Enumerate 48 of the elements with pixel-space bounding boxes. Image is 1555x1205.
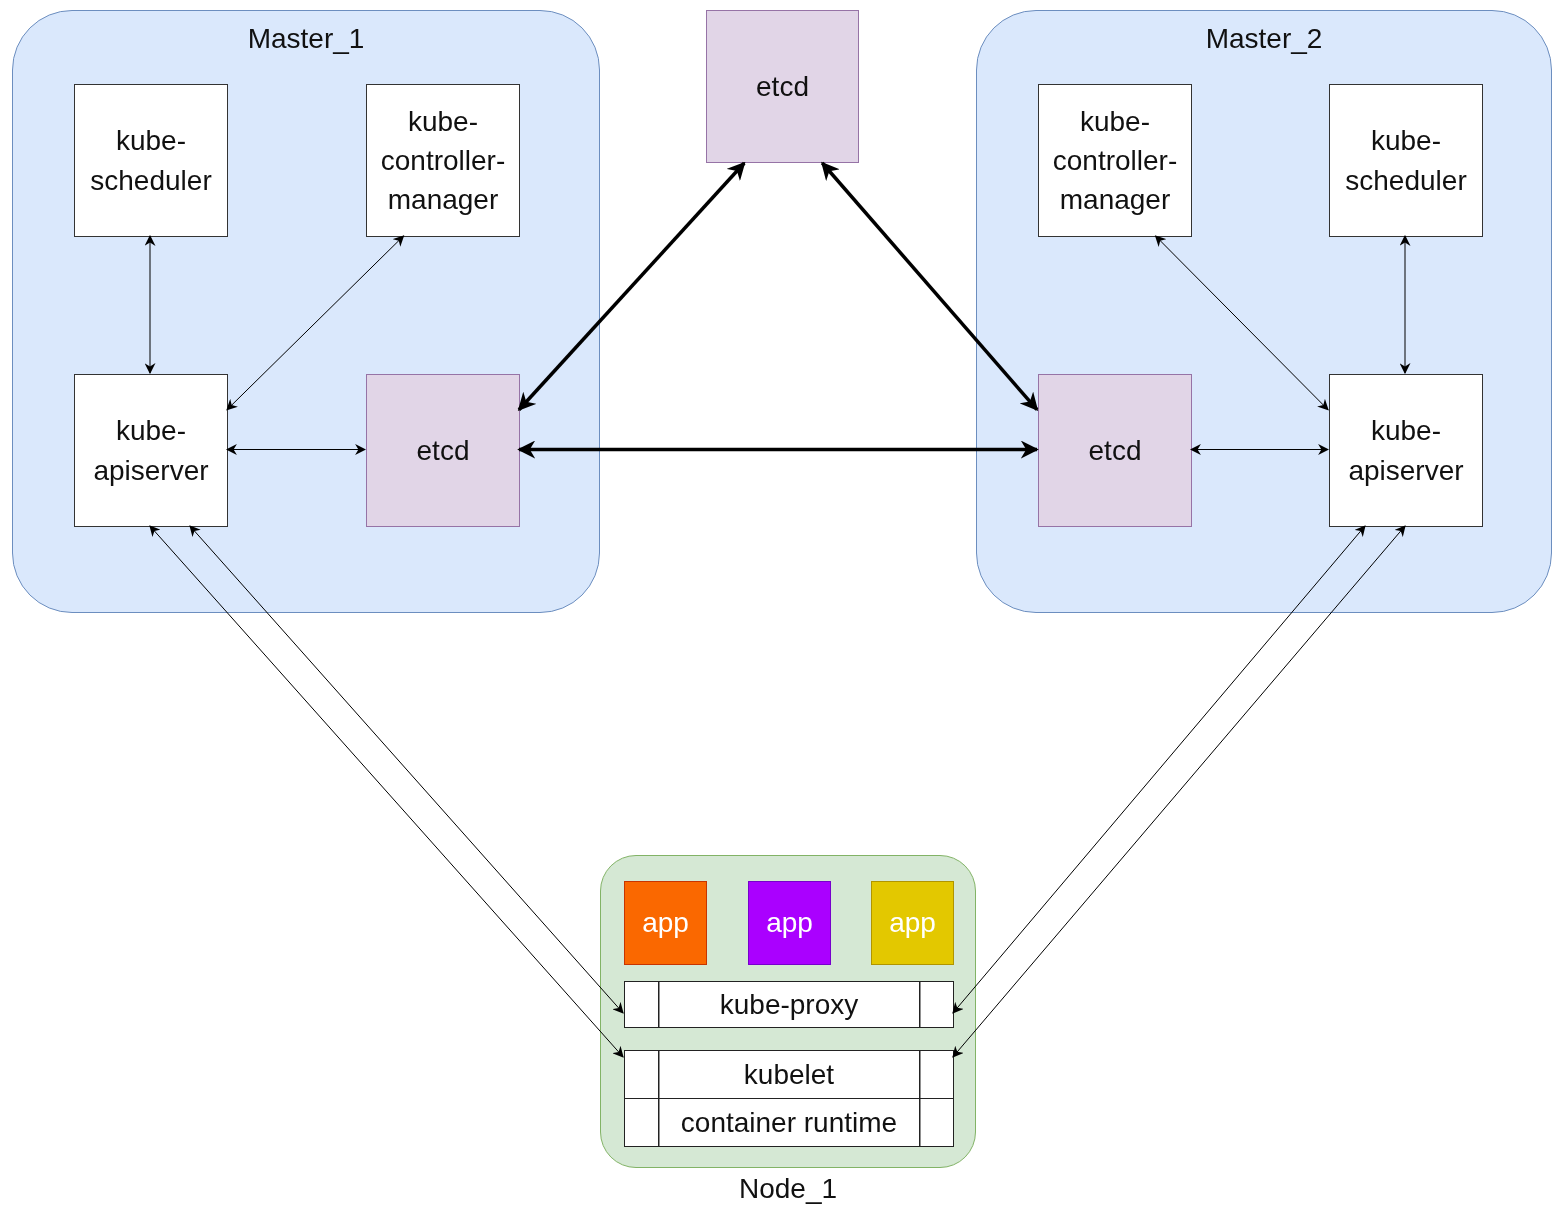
connector-arrow — [149, 525, 624, 1058]
process-box — [366, 84, 520, 237]
process-box — [1329, 84, 1483, 237]
node-label: container runtime — [679, 1105, 899, 1140]
process-box — [624, 881, 707, 965]
connector-arrow — [144, 234, 156, 375]
node-label: kube-controller-manager — [1051, 104, 1179, 218]
connector-arrow — [1399, 234, 1411, 375]
node-label: kube-scheduler — [89, 124, 213, 198]
connector-arrow — [1189, 444, 1330, 455]
process-box — [74, 84, 228, 237]
connector-arrow — [225, 444, 367, 455]
node-label: kube-apiserver — [1347, 414, 1465, 488]
process-box — [871, 881, 954, 965]
connector-arrow — [820, 161, 1039, 412]
group-title: Node_1 — [737, 1172, 839, 1205]
node-label: etcd — [415, 433, 471, 468]
process-box — [1038, 374, 1192, 527]
node-label: kube-proxy — [718, 987, 860, 1022]
process-box — [624, 1098, 954, 1147]
process-box — [366, 374, 520, 527]
process-box — [1329, 374, 1483, 527]
connector-arrow — [952, 525, 1406, 1058]
connector-arrow — [1154, 235, 1329, 411]
process-box — [706, 10, 859, 163]
node-label: kube-scheduler — [1344, 124, 1468, 198]
group-title: Master_1 — [246, 22, 366, 56]
node-label: etcd — [1087, 433, 1143, 468]
connector-arrow — [952, 525, 1366, 1014]
node-label: app — [765, 906, 814, 941]
node-label: kubelet — [742, 1057, 836, 1092]
connector-arrow — [226, 235, 405, 411]
cluster-panel — [12, 10, 600, 613]
node-label: app — [888, 906, 937, 941]
node-label: kube-controller-manager — [379, 104, 507, 218]
cluster-panel — [976, 10, 1552, 613]
process-box — [1038, 84, 1192, 237]
group-title: Master_2 — [1204, 22, 1324, 56]
node-label: kube-apiserver — [92, 414, 210, 488]
connector-arrow — [517, 161, 746, 412]
connector-arrow — [189, 525, 624, 1014]
process-box — [624, 981, 954, 1028]
process-box — [624, 1050, 954, 1099]
connector-arrow — [517, 440, 1039, 459]
process-box — [74, 374, 228, 527]
node-label: etcd — [755, 69, 810, 104]
node-label: app — [641, 906, 690, 941]
process-box — [748, 881, 831, 965]
